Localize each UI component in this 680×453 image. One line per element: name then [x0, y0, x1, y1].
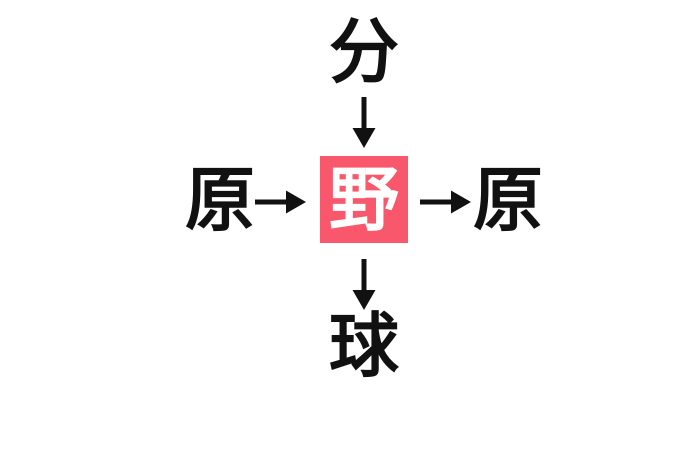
kanji-cell-left: 原 [185, 159, 255, 241]
arrow-right-center-to-right [420, 186, 472, 218]
arrow-right-left-to-center [255, 186, 307, 218]
kanji-cell-right: 原 [473, 159, 543, 241]
kanji-cell-bottom: 球 [329, 305, 399, 387]
arrow-down-top-to-center [348, 97, 380, 149]
center-highlight-box [320, 156, 408, 243]
arrow-down-center-to-bottom [348, 259, 380, 311]
kanji-cell-top: 分 [329, 11, 399, 93]
kanji-cell-center: 野 [329, 159, 399, 241]
